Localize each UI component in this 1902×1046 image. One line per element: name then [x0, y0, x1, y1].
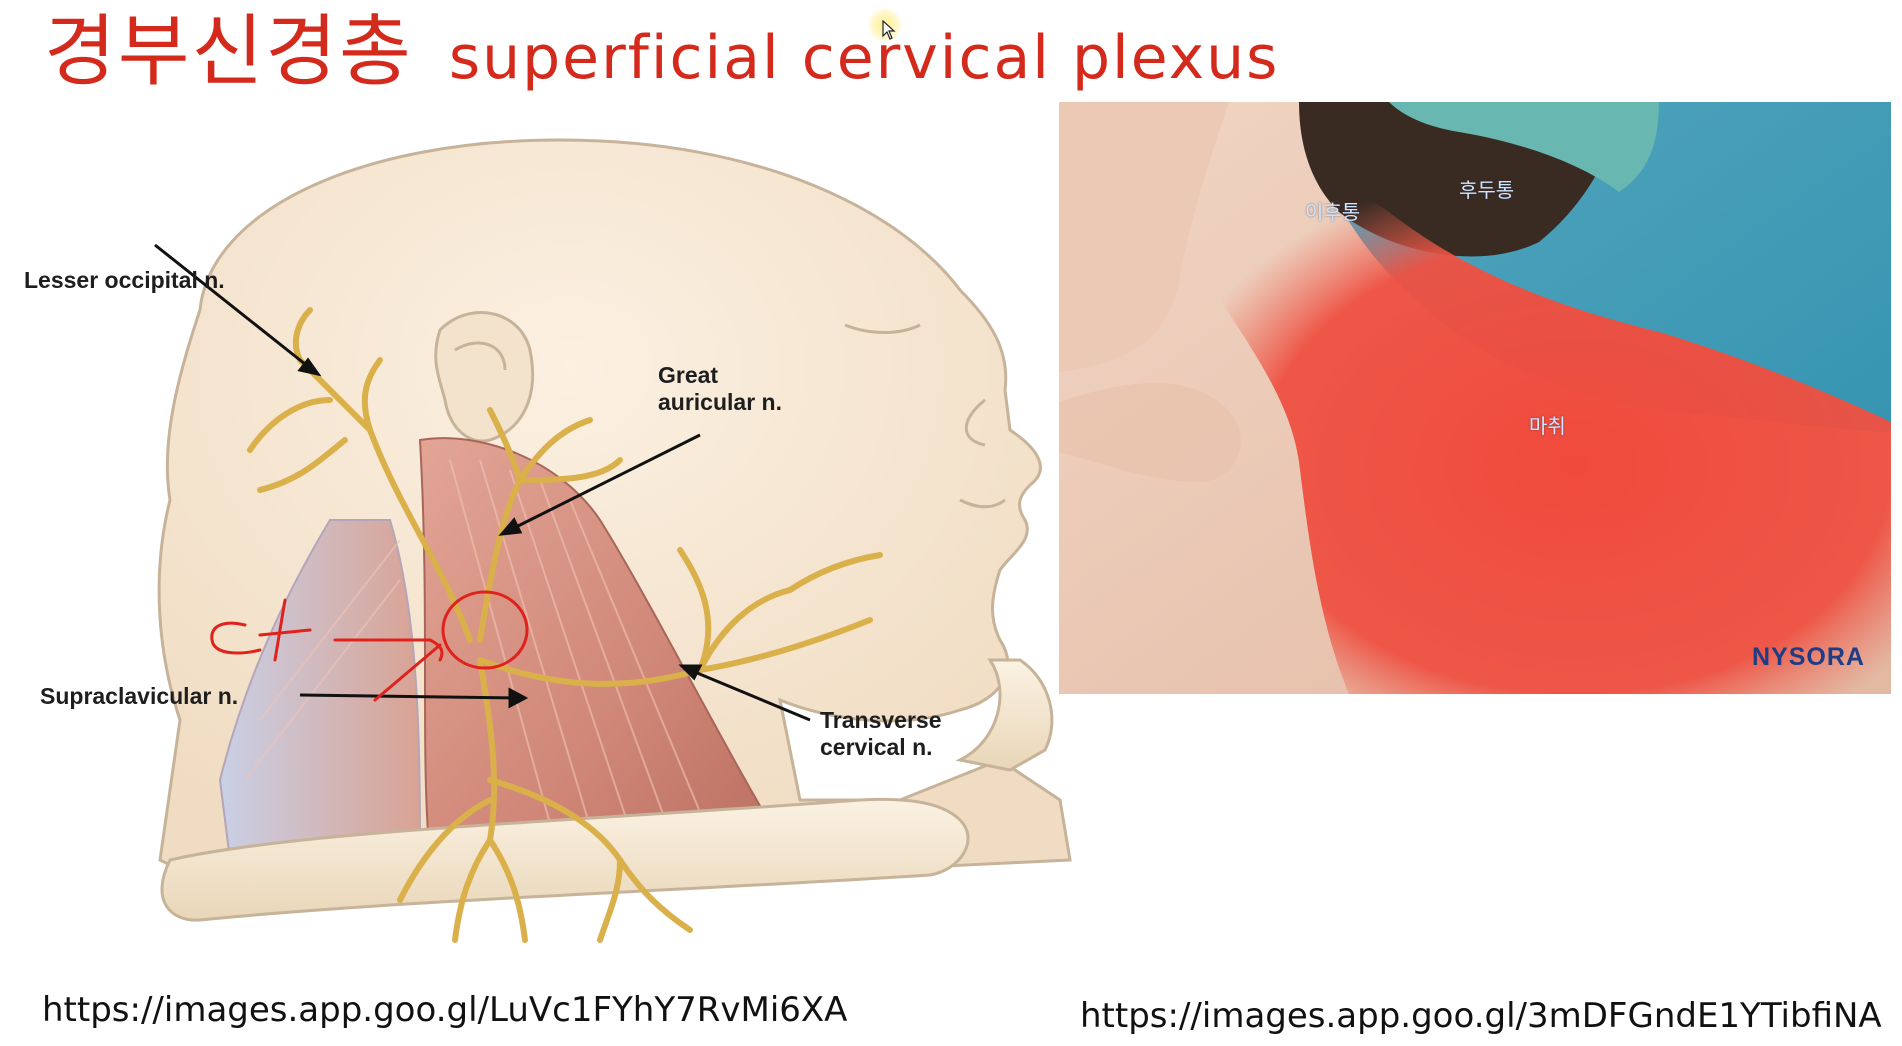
clavicle [160, 797, 970, 922]
source-url-left[interactable]: https://images.app.goo.gl/LuVc1FYhY7RvMi… [42, 990, 848, 1030]
anesthesia-area [1189, 186, 1891, 694]
title-korean: 경부신경총 [44, 7, 413, 97]
anatomy-drawing [154, 138, 1072, 943]
slide-title: 경부신경총 superficial cervical plexus [44, 4, 1279, 100]
mouse-pointer-icon [882, 20, 896, 40]
label-occipital-pain-2: 후두통 [1459, 178, 1515, 202]
source-url-right[interactable]: https://images.app.goo.gl/3mDFGndE1YTibf… [1080, 996, 1882, 1036]
title-english: superficial cervical plexus [448, 23, 1280, 93]
nysora-logo: NYSORA [1752, 643, 1865, 671]
handwritten-annotation [210, 590, 529, 702]
label-occipital-pain-1: 이후통 [1305, 200, 1361, 224]
label-supraclavicular-nerve: Supraclavicular n. [40, 683, 239, 709]
cursor-highlight [868, 8, 902, 42]
mandible [955, 658, 1054, 772]
anatomy-illustration: Lesser occipital n. Great auricular n. S… [0, 100, 1080, 960]
label-great-auricular-nerve: Great auricular n. [658, 362, 782, 415]
label-leader-lines [154, 243, 811, 722]
block-area-photo: 이후통 후두통 마취 NYSORA [1059, 102, 1891, 694]
nose [964, 398, 986, 447]
label-transverse-cervical-nerve: Transverse cervical n. [820, 707, 942, 760]
label-lesser-occipital-nerve: Lesser occipital n. [24, 267, 225, 293]
photo-drawing [1059, 102, 1891, 694]
eye [844, 323, 921, 334]
mouth [959, 498, 1006, 509]
label-anesthesia: 마취 [1529, 414, 1566, 438]
